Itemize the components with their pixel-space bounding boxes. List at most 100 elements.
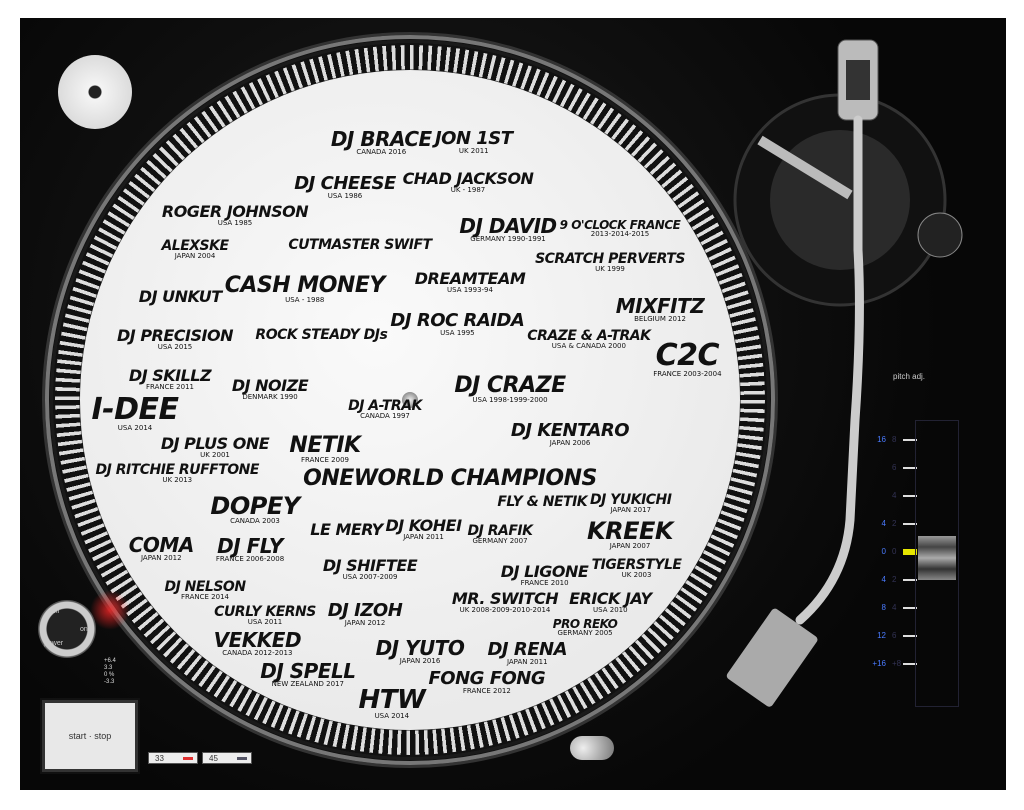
- counterweight-ring: [846, 60, 870, 100]
- speed-45-button[interactable]: 45: [202, 752, 252, 764]
- dj-caption: Japan 2011: [506, 658, 548, 667]
- dj-name: DOPEY: [210, 492, 300, 521]
- dj-caption: USA 2010: [593, 606, 628, 615]
- scale-mark: [903, 523, 917, 525]
- dj-caption: Japan 2012: [140, 554, 182, 563]
- dj-caption: USA 2014: [374, 712, 410, 721]
- start-stop-button[interactable]: start · stop: [42, 700, 138, 772]
- dj-caption: Germany 1990-1991: [470, 235, 546, 244]
- dj-caption: USA & Canada 2000: [551, 342, 626, 351]
- speed-33-indicator: [183, 757, 193, 760]
- dj-name: CRAZE & A-TRAK: [527, 328, 651, 345]
- speed-33-button[interactable]: 33: [148, 752, 198, 764]
- slipmat-dj-name: DJ LIGONEFrance 2010: [501, 564, 589, 589]
- dj-caption: France 2009: [301, 456, 349, 465]
- pitch-fader-handle[interactable]: [918, 536, 956, 580]
- dj-name: DJ DAVID: [459, 214, 557, 239]
- dj-caption: USA 2011: [247, 618, 283, 627]
- tonearm-base-inner: [770, 130, 910, 270]
- dj-name: PRO REKO: [552, 617, 618, 632]
- dj-caption: France 2010: [520, 579, 569, 588]
- dj-name: DJ SKILLZ: [128, 366, 212, 386]
- dj-name: ROGER JOHNSON: [161, 201, 309, 221]
- dj-caption: UK 2013: [162, 476, 193, 485]
- dj-name: DJ RITCHIE RUFFTONE: [95, 462, 260, 479]
- arm-lift: [757, 135, 853, 200]
- dj-name: HTW: [358, 685, 426, 716]
- dj-name: SCRATCH PERVERTS: [535, 251, 685, 268]
- dj-caption: Japan 2011: [403, 533, 444, 542]
- dj-name: CASH MONEY: [224, 273, 386, 299]
- pitch-slider-track[interactable]: [915, 420, 959, 707]
- scale-right-value: 2: [892, 575, 897, 584]
- dj-name: DJ KENTARO: [510, 420, 630, 442]
- dj-name: DJ PLUS ONE: [160, 434, 270, 454]
- slipmat-dj-name: DJ UNKUT: [139, 289, 222, 305]
- slipmat-dj-name: DJ A-TRAKCanada 1997: [348, 399, 422, 421]
- stylus-light-button[interactable]: [570, 736, 614, 760]
- dj-name: TIGERSTYLE: [591, 556, 682, 573]
- scale-right-value: 4: [892, 603, 897, 612]
- dj-caption: UK 2008-2009-2010-2014: [459, 606, 551, 615]
- power-knob[interactable]: off on power: [38, 600, 96, 658]
- slipmat-dj-name: C2CFrance 2003-2004: [653, 341, 721, 379]
- scale-mark: [903, 607, 917, 609]
- slipmat-dj-name: DJ KOHEIJapan 2011: [385, 518, 462, 542]
- slipmat-dj-name: DOPEYCanada 2003: [210, 492, 300, 526]
- scale-right-value: 2: [892, 519, 897, 528]
- scale-left-value: 16: [877, 435, 886, 444]
- dj-caption: New Zealand 2017: [271, 680, 344, 689]
- dj-caption: UK 2011: [458, 147, 489, 156]
- pitch-scale-row: +16+8: [870, 659, 930, 687]
- pitch-scale-row: 6: [870, 463, 930, 491]
- slipmat-dj-name: DJ DAVIDGermany 1990-1991: [459, 214, 557, 244]
- dj-name: DJ PRECISION: [117, 326, 233, 346]
- start-stop-label: start · stop: [68, 731, 112, 741]
- slipmat-dj-name: DJ FLYFrance 2006-2008: [216, 536, 284, 564]
- slipmat-dj-name: DJ IZOHJapan 2012: [328, 602, 403, 628]
- slipmat-dj-name: DJ NELSONFrance 2014: [164, 581, 246, 603]
- dj-name: KREEK: [587, 517, 673, 546]
- pitch-range-value: 0 %: [104, 672, 115, 678]
- slipmat-dj-name: PRO REKOGermany 2005: [553, 619, 618, 639]
- dj-caption: USA - 1988: [285, 296, 325, 305]
- scale-right-value: 6: [892, 631, 897, 640]
- scale-right-value: 4: [892, 491, 897, 500]
- pitch-range-value: +6.4: [104, 658, 116, 664]
- pitch-range-legend: +6.4 3.3 0 % -3.3: [104, 658, 116, 686]
- pitch-range-value: 3.3: [104, 665, 113, 671]
- dj-name: LE MERY: [310, 520, 383, 539]
- slipmat-dj-name: FLY & NETIK: [497, 495, 587, 509]
- dj-name: DJ YUTO: [375, 636, 465, 661]
- dj-caption: Denmark 1990: [242, 393, 298, 402]
- scale-left-value: 12: [877, 631, 886, 640]
- dj-name: DJ CRAZE: [454, 373, 566, 399]
- dj-caption: Japan 2016: [399, 657, 441, 666]
- slipmat-dj-name: DJ RAFIKGermany 2007: [468, 524, 533, 546]
- scale-left-value: 0: [881, 547, 886, 556]
- dj-caption: UK 1999: [595, 265, 625, 274]
- dj-name: DJ CHEESE: [294, 172, 396, 194]
- scale-mark: [903, 635, 917, 637]
- dj-name: NETIK: [289, 433, 361, 459]
- dj-name: DJ IZOH: [327, 600, 403, 622]
- speed-45-label: 45: [209, 754, 218, 763]
- slipmat-dj-name: DJ YUKICHIJapan 2017: [590, 493, 672, 515]
- scale-mark: [903, 579, 917, 581]
- dj-name: DJ ROC RAIDA: [390, 310, 525, 332]
- slipmat-dj-name: DJ SKILLZFrance 2011: [128, 366, 212, 392]
